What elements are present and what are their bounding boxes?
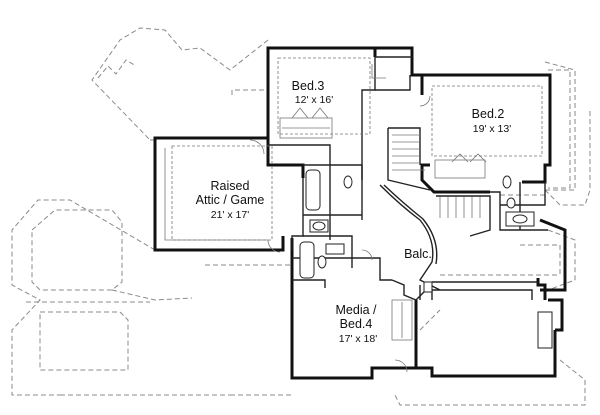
bath-fixtures	[299, 169, 553, 349]
column	[423, 281, 433, 293]
interior-walls	[164, 56, 548, 301]
room-label-media: Media / Bed.4 17' x 18'	[336, 303, 378, 345]
vanity	[325, 243, 345, 255]
fireplace	[537, 311, 553, 349]
exterior-walls	[153, 46, 567, 380]
closets-and-doors	[171, 57, 543, 373]
roof-outline-dashed	[11, 27, 591, 406]
room-label-bed2: Bed.2 19' x 13'	[472, 107, 512, 135]
room-name: Bed.3	[292, 79, 325, 93]
room-name: Balc.	[404, 247, 432, 261]
room-name-line1: Media /	[336, 303, 378, 317]
room-label-balcony: Balc.	[404, 247, 432, 261]
room-dimensions: 19' x 13'	[473, 123, 511, 135]
toilet	[502, 175, 512, 189]
room-name-line2: Attic / Game	[196, 193, 265, 207]
toilet	[317, 255, 327, 269]
toilet	[343, 175, 353, 189]
bathtub	[305, 169, 321, 211]
room-label-bed3: Bed.3 12' x 16'	[292, 79, 334, 106]
sink-basin	[312, 221, 326, 231]
stair-treads	[392, 134, 481, 218]
room-label-attic: Raised Attic / Game 21' x 17'	[196, 179, 265, 221]
room-dimensions: 17' x 18'	[339, 333, 377, 345]
toilet	[506, 197, 516, 209]
room-dimensions: 12' x 16'	[295, 94, 333, 106]
sink-basin	[512, 214, 528, 224]
room-dimensions: 21' x 17'	[211, 209, 249, 221]
room-name-line2: Bed.4	[340, 317, 373, 331]
room-name: Bed.2	[472, 107, 505, 121]
room-name-line1: Raised	[211, 179, 250, 193]
bathtub	[299, 241, 315, 279]
